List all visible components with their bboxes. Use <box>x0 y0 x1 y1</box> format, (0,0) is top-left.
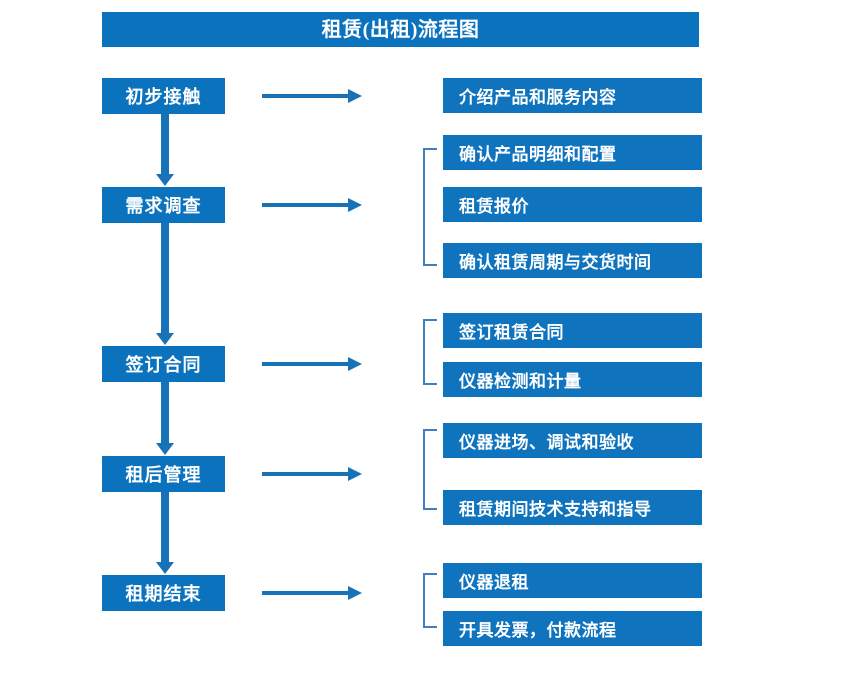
stage-box-zuhou-guanli[interactable]: 租后管理 <box>102 456 225 492</box>
stage-box-zuqi-jieshu[interactable]: 租期结束 <box>102 575 225 611</box>
detail-box-yiqi-tuizu[interactable]: 仪器退租 <box>443 563 702 598</box>
arrow-head-down-icon <box>156 443 174 455</box>
arrow-shaft <box>262 203 350 207</box>
bracket-group-zuhou-guanli <box>423 429 437 510</box>
detail-box-queren-zulin-zhouqi[interactable]: 确认租赁周期与交货时间 <box>443 243 702 278</box>
horizontal-arrow-1 <box>262 89 362 103</box>
vertical-arrow-2 <box>156 223 174 346</box>
detail-box-qianding-zulin-hetong[interactable]: 签订租赁合同 <box>443 313 702 348</box>
bracket-group-qianding-hetong <box>423 319 437 385</box>
stage-box-qianding-hetong[interactable]: 签订合同 <box>102 346 225 382</box>
arrow-shaft <box>262 472 350 476</box>
horizontal-arrow-3 <box>262 357 362 371</box>
arrow-shaft <box>262 362 350 366</box>
arrow-shaft <box>161 492 169 562</box>
detail-box-kaiju-fapiao[interactable]: 开具发票，付款流程 <box>443 611 702 646</box>
arrow-shaft <box>161 114 169 174</box>
arrow-head-down-icon <box>156 562 174 574</box>
arrow-shaft <box>161 223 169 333</box>
arrow-shaft <box>161 382 169 443</box>
page-title: 租赁(出租)流程图 <box>102 12 699 47</box>
arrow-shaft <box>262 94 350 98</box>
detail-box-jieshao-chanpin[interactable]: 介绍产品和服务内容 <box>443 78 702 113</box>
vertical-arrow-4 <box>156 492 174 575</box>
arrow-head-right-icon <box>348 467 362 481</box>
bracket-group-zuqi-jieshu <box>423 573 437 628</box>
detail-box-zulin-qijian-zhichi[interactable]: 租赁期间技术支持和指导 <box>443 490 702 525</box>
bracket-group-xuqiu-diaocha <box>423 148 437 266</box>
detail-box-yiqi-jinchang-tiaoshi[interactable]: 仪器进场、调试和验收 <box>443 423 702 458</box>
horizontal-arrow-5 <box>262 586 362 600</box>
detail-box-queren-chanpin-mingxi[interactable]: 确认产品明细和配置 <box>443 135 702 170</box>
vertical-arrow-3 <box>156 382 174 456</box>
detail-box-zulin-baojia[interactable]: 租赁报价 <box>443 187 702 222</box>
horizontal-arrow-2 <box>262 198 362 212</box>
detail-box-yiqi-jiance-jiliang[interactable]: 仪器检测和计量 <box>443 362 702 397</box>
arrow-head-right-icon <box>348 357 362 371</box>
horizontal-arrow-4 <box>262 467 362 481</box>
stage-box-xuqiu-diaocha[interactable]: 需求调查 <box>102 187 225 223</box>
arrow-head-right-icon <box>348 89 362 103</box>
arrow-shaft <box>262 591 350 595</box>
arrow-head-right-icon <box>348 586 362 600</box>
vertical-arrow-1 <box>156 114 174 187</box>
arrow-head-down-icon <box>156 174 174 186</box>
arrow-head-right-icon <box>348 198 362 212</box>
arrow-head-down-icon <box>156 333 174 345</box>
stage-box-chubu-jiechu[interactable]: 初步接触 <box>102 78 225 114</box>
